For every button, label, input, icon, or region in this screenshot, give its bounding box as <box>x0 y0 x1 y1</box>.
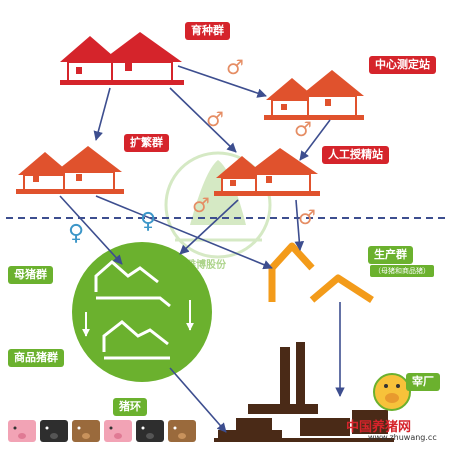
ai-station-house <box>214 148 320 196</box>
black-pig-icon <box>40 420 68 442</box>
male-symbol-icon: ♂ <box>294 117 312 141</box>
multiplication-herd-label: 扩繁群 <box>124 134 169 152</box>
sow-herd-label: 母猪群 <box>8 266 53 284</box>
male-symbol-icon: ♂ <box>298 205 316 229</box>
black-pig-icon <box>136 420 164 442</box>
testing-station-house <box>264 70 364 120</box>
production-herd-house <box>268 242 374 303</box>
production-herd-label: 生产群 <box>368 246 413 264</box>
pig-loop-label: 猪环 <box>113 398 147 416</box>
production-herd-note: （母猪和商品猪） <box>370 265 434 277</box>
pig-mascot-icon <box>373 373 411 411</box>
brand-url: www.zhuwang.cc <box>368 433 437 442</box>
breeding-herd-label: 育种群 <box>185 22 230 40</box>
male-symbol-icon: ♂ <box>226 55 244 79</box>
pig-loop-circle <box>72 242 212 382</box>
brown-pig-icon <box>168 420 196 442</box>
commercial-herd-label: 商品猪群 <box>8 349 64 367</box>
slaughterhouse-building <box>214 342 394 442</box>
pink-pig-icon <box>104 420 132 442</box>
female-symbol-icon: ♀ <box>140 209 156 234</box>
breeding-herd-house <box>60 32 184 85</box>
watermark-text: 雅博股份 <box>186 260 226 271</box>
testing-station-label: 中心测定站 <box>369 56 436 74</box>
male-symbol-icon: ♂ <box>206 107 224 131</box>
pink-pig-icon <box>8 420 36 442</box>
female-symbol-icon: ♀ <box>68 221 84 246</box>
brand-name: 中国养猪网 <box>346 420 412 435</box>
brown-pig-icon <box>72 420 100 442</box>
ai-station-label: 人工授精站 <box>322 146 389 164</box>
slaughterhouse-label: 宰厂 <box>406 373 440 391</box>
flow-arrows <box>59 65 345 433</box>
multiplication-herd-house <box>16 146 124 194</box>
pig-row-icons <box>8 420 196 442</box>
male-symbol-icon: ♂ <box>192 193 210 217</box>
